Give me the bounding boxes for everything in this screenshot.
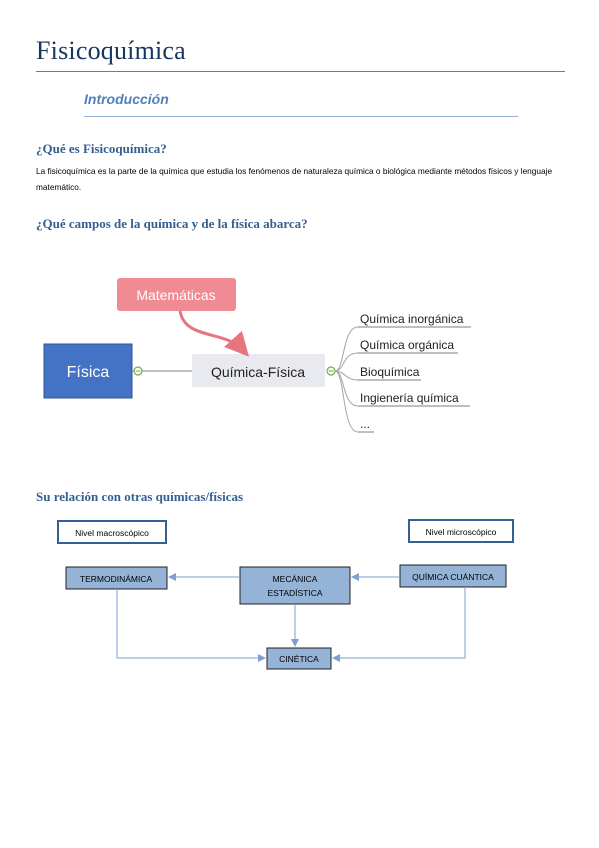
macro-level-box [57,520,167,544]
micro-level-label: Nivel microscópico [426,527,497,537]
cinetica-box [266,647,332,670]
quimica-cuantica-label: QUÍMICA CUÁNTICA [412,572,494,582]
subtitle-divider [84,116,518,117]
branch-label: Química orgánica [360,338,454,352]
title-divider [36,71,565,72]
branch-label: Ingienería química [360,391,459,405]
branch-label: Bioquímica [360,365,420,379]
arrow-termo-to-cinetica [116,589,266,662]
section1-paragraph: La fisicoquímica es la parte de la quími… [36,166,553,192]
mecanica-estadistica-box [239,566,351,605]
quimica-cuantica-box [399,564,507,588]
document-subtitle: Introducción [84,91,169,107]
matematicas-arrow [178,310,250,357]
matematicas-node [117,278,236,311]
quimica-fisica-label: Química-Física [211,364,305,380]
micro-level-box [408,519,514,543]
branch-label: Química inorgánica [360,312,464,326]
mecanica-label-line1: MECÁNICA [273,574,318,584]
branch-label: ... [360,417,370,431]
matematicas-label: Matemáticas [136,287,215,303]
fisica-root-label: Física [67,364,110,381]
macro-level-label: Nivel macroscópico [75,528,149,538]
fisica-root-node [43,343,133,399]
mecanica-label-line2: ESTADÍSTICA [267,588,322,598]
section1-heading: ¿Qué es Fisicoquímica? [36,141,167,156]
cinetica-label: CINÉTICA [279,654,319,664]
termodinamica-label: TERMODINÁMICA [80,574,153,584]
section2-heading: ¿Qué campos de la química y de la física… [36,216,308,231]
branch-connectors [334,326,359,433]
document-title: Fisicoquímica [36,36,186,65]
relation-diagram: Nivel macroscópico Nivel microscópico TE… [57,519,514,670]
arrow-cuantica-to-cinetica [332,587,466,662]
quimica-fisica-node [192,354,325,387]
section3-heading: Su relación con otras químicas/físicas [36,489,244,504]
